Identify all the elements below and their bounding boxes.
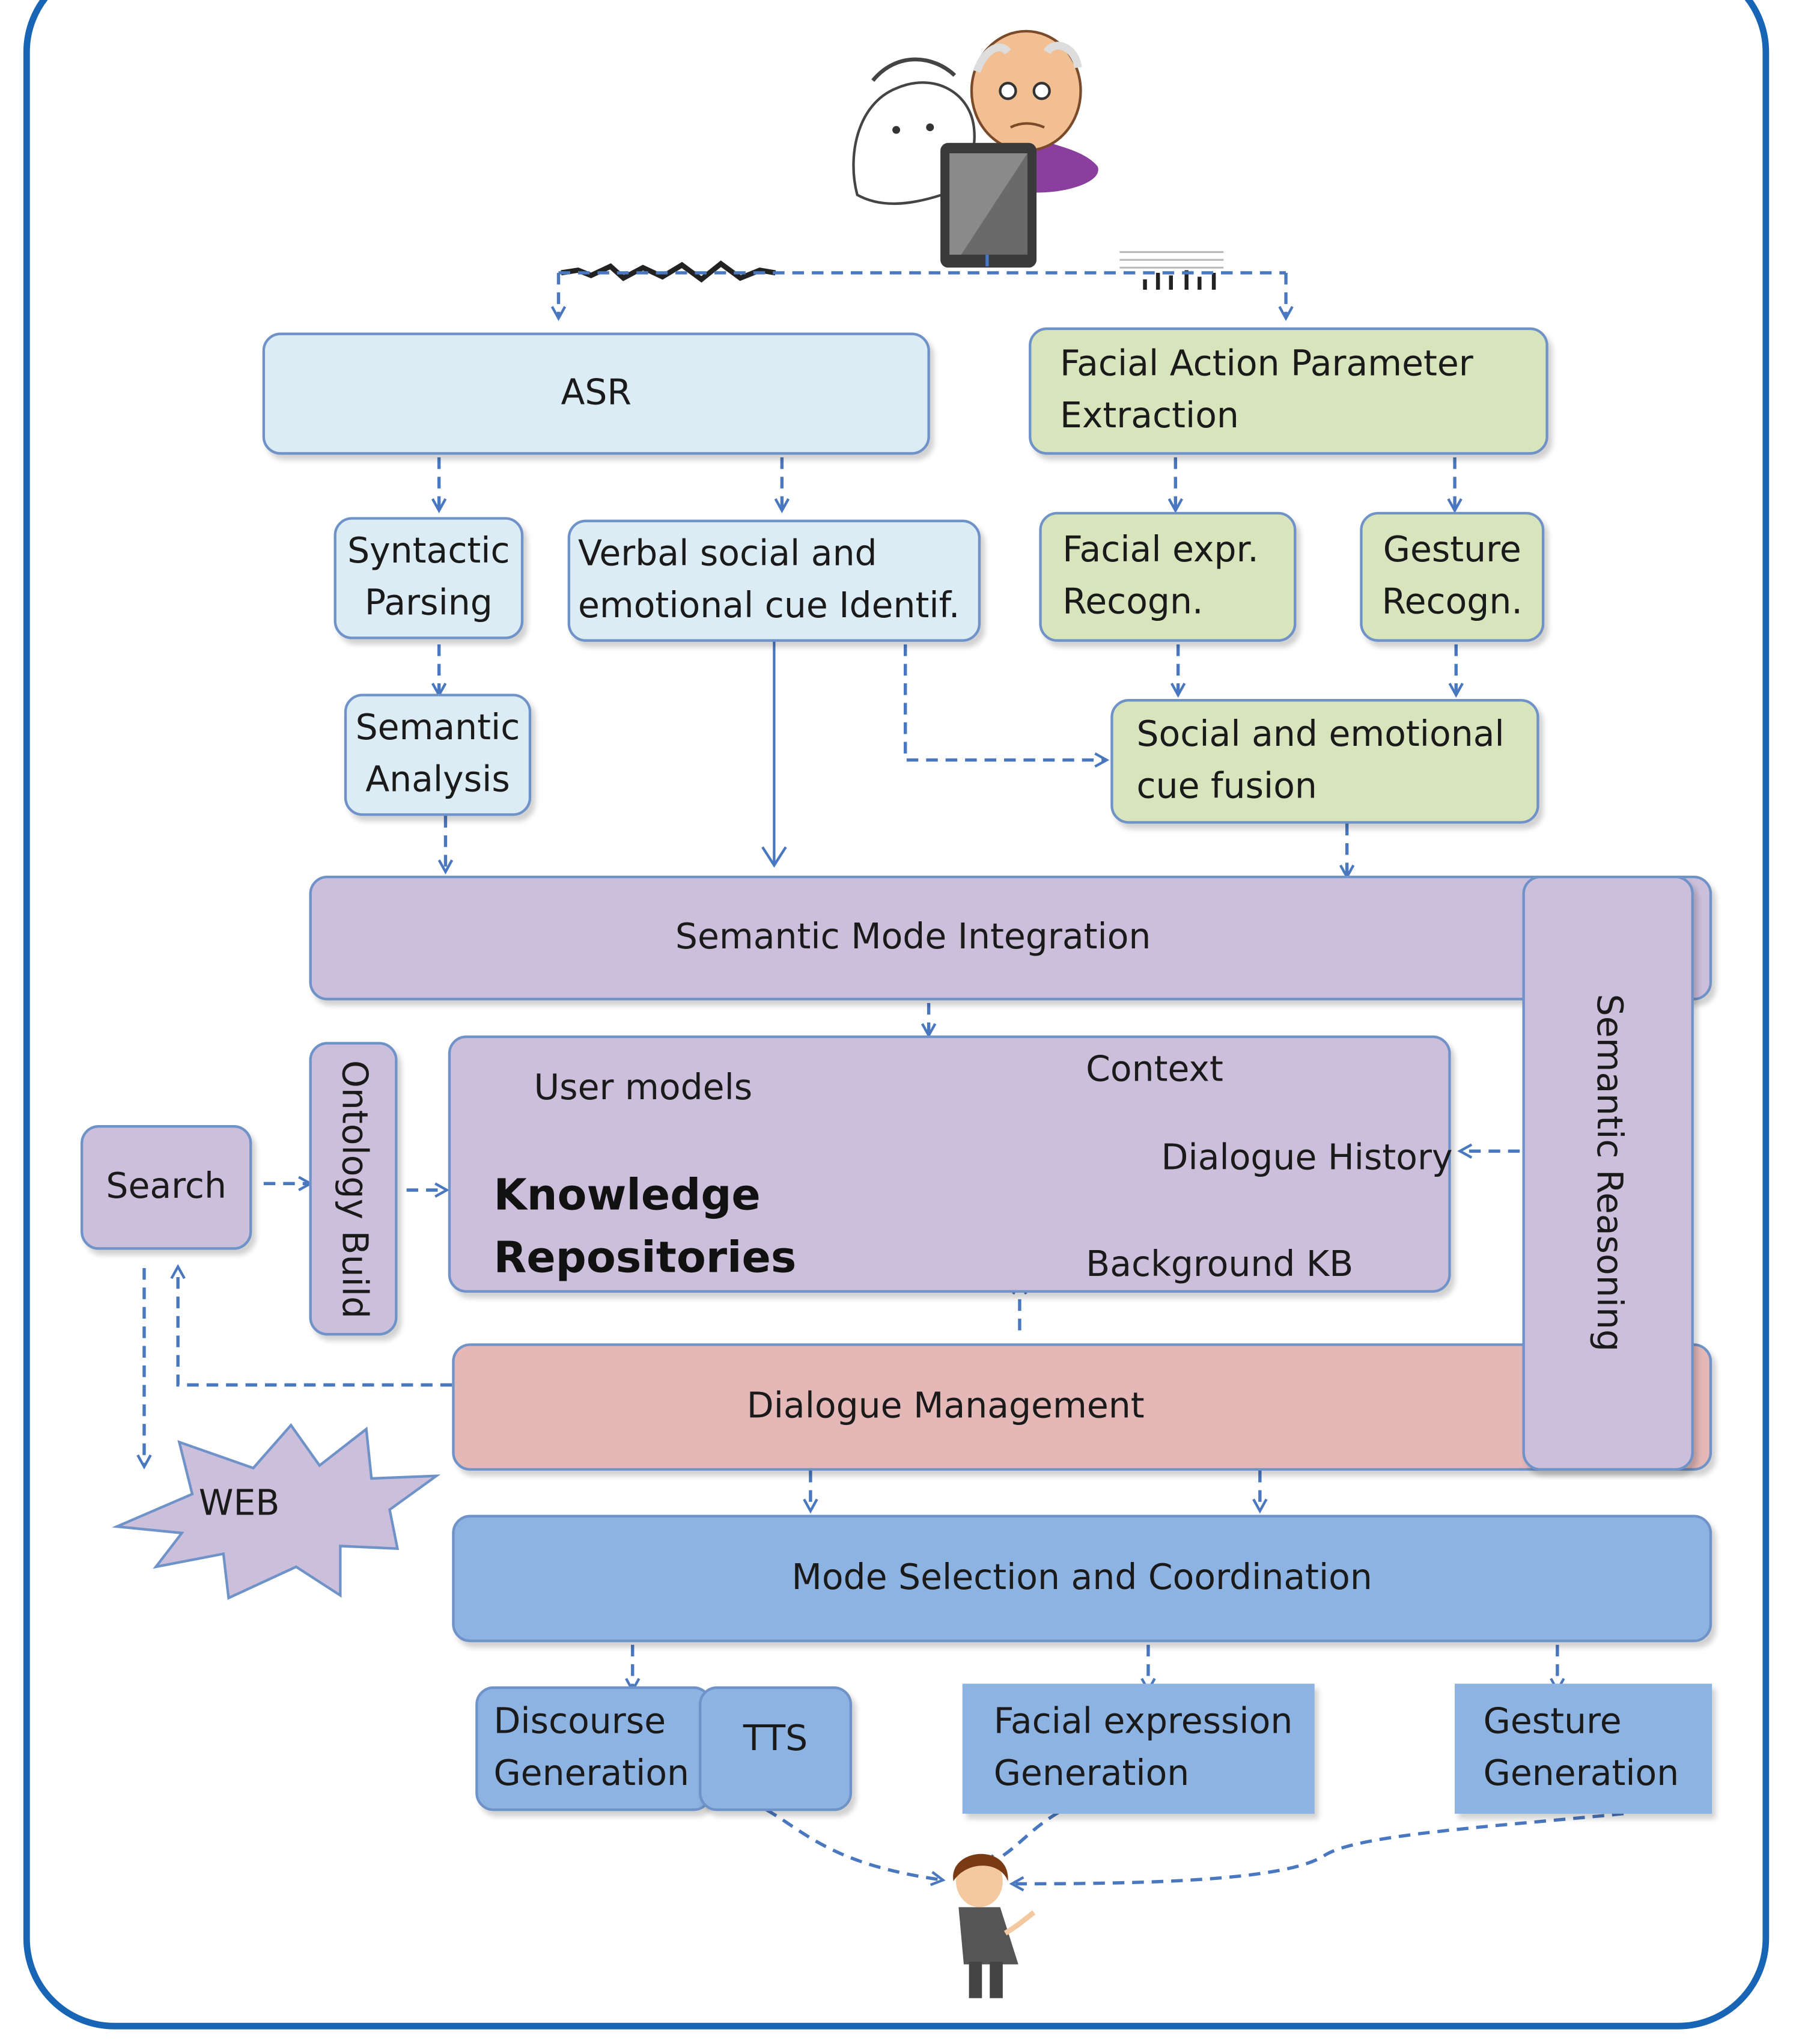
gesture-generation-label: Gesture Generation (1483, 1701, 1679, 1795)
cue-fusion-box: Social and emotional cue fusion (1110, 698, 1539, 824)
verbal-cue-label: Verbal social and emotional cue Identif. (577, 534, 960, 626)
gesture-recogn-label: Gesture Recogn. (1381, 529, 1523, 623)
semantic-reasoning-box: Semantic Reasoning (1522, 875, 1694, 1471)
semantic-mode-integration-label: Semantic Mode Integration (675, 917, 1151, 958)
mode-selection-box: Mode Selection and Coordination (452, 1515, 1712, 1643)
tts-label: TTS (743, 1718, 808, 1759)
feature-bars-icon (1119, 251, 1224, 290)
users-illustration (852, 29, 1098, 268)
facial-action-label: Facial Action Parameter Extraction (1059, 344, 1473, 437)
cue-fusion-label: Social and emotional cue fusion (1136, 714, 1505, 807)
ontology-build-label: Ontology Build (333, 1059, 374, 1319)
facial-expression-generation-label: Facial expression Generation (993, 1701, 1293, 1795)
knowledge-title-line2: Repositories (493, 1231, 797, 1283)
facial-expression-generation-box: Facial expression Generation (962, 1683, 1315, 1814)
search-label: Search (106, 1167, 227, 1207)
discourse-generation-box: Discourse Generation (475, 1686, 712, 1811)
background-kb-label: Background KB (1086, 1244, 1354, 1285)
search-box: Search (81, 1125, 252, 1250)
dialogue-management-box: Dialogue Management (452, 1343, 1712, 1471)
context-label: Context (1086, 1049, 1223, 1090)
semantic-reasoning-label: Semantic Reasoning (1588, 994, 1629, 1352)
waveform-icon (561, 260, 776, 283)
asr-label: ASR (561, 373, 632, 413)
web-starburst (112, 1423, 441, 1600)
outer-frame (23, 0, 1770, 2030)
tts-box: TTS (698, 1686, 853, 1811)
syntactic-parsing-label: Syntactic Parsing (347, 531, 510, 624)
knowledge-repositories-box (448, 1035, 1451, 1293)
gesture-recogn-box: Gesture Recogn. (1360, 511, 1545, 642)
asr-box: ASR (262, 332, 930, 455)
gesture-generation-box: Gesture Generation (1455, 1683, 1712, 1814)
knowledge-title-line1: Knowledge (493, 1169, 761, 1220)
dialogue-management-label: Dialogue Management (746, 1386, 1145, 1427)
discourse-generation-label: Discourse Generation (493, 1701, 690, 1795)
syntactic-parsing-box: Syntactic Parsing (333, 517, 524, 639)
semantic-analysis-box: Semantic Analysis (344, 694, 532, 816)
mode-selection-label: Mode Selection and Coordination (791, 1557, 1372, 1598)
semantic-mode-integration-box: Semantic Mode Integration (309, 875, 1712, 1001)
web-label: WEB (198, 1483, 280, 1524)
knowledge-repositories-title: Knowledge Repositories (493, 1164, 796, 1289)
ontology-build-box: Ontology Build (309, 1042, 398, 1336)
facial-action-extraction-box: Facial Action Parameter Extraction (1029, 327, 1548, 455)
agent-avatar (953, 1853, 1036, 1998)
verbal-cue-box: Verbal social and emotional cue Identif. (567, 519, 981, 642)
facial-expr-recogn-box: Facial expr. Recogn. (1039, 511, 1297, 642)
facial-expr-recogn-label: Facial expr. Recogn. (1062, 529, 1259, 623)
user-models-label: User models (534, 1067, 753, 1108)
semantic-analysis-label: Semantic Analysis (355, 708, 520, 801)
dialogue-history-label: Dialogue History (1161, 1138, 1453, 1179)
